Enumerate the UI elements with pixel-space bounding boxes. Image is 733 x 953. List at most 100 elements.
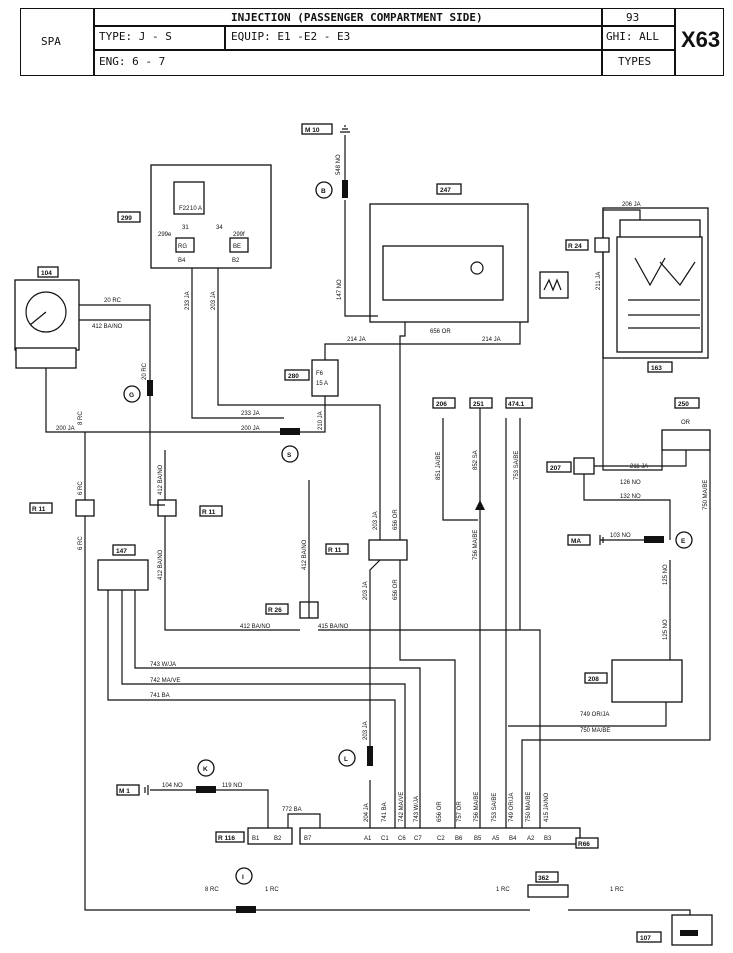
svg-text:203 JA: 203 JA [211, 291, 217, 310]
svg-text:104: 104 [41, 270, 52, 277]
left-label: SPA [41, 35, 61, 48]
svg-text:F22: F22 [179, 206, 190, 212]
ghi-field: GHI: ALL [606, 30, 659, 43]
svg-text:M 10: M 10 [305, 127, 320, 134]
svg-text:415 BA/NO: 415 BA/NO [318, 624, 349, 630]
gauge-dial-icon [25, 291, 67, 333]
svg-text:6 RC: 6 RC [78, 536, 84, 550]
svg-text:852 SA: 852 SA [473, 450, 479, 470]
connector-k [197, 759, 215, 777]
svg-text:211 JA: 211 JA [596, 272, 602, 290]
connector-e-label: E [681, 538, 686, 545]
splice-k [196, 786, 216, 793]
svg-text:R 11: R 11 [202, 509, 216, 516]
bottom-wire-labels: 204 JA 741 BA 742 MA/VE 743 W/JA 656 OR … [364, 792, 550, 822]
svg-text:741 BA: 741 BA [150, 693, 170, 699]
title-block: SPA INJECTION (PASSENGER COMPARTMENT SID… [20, 8, 724, 76]
svg-text:1 RC: 1 RC [265, 887, 279, 893]
svg-text:412 BA/NO: 412 BA/NO [92, 324, 123, 330]
svg-text:C2: C2 [437, 836, 445, 842]
svg-text:B1: B1 [252, 836, 260, 842]
svg-text:163: 163 [651, 365, 662, 372]
splice-g [147, 380, 153, 396]
connector-g [123, 385, 141, 403]
types-field: TYPES [618, 55, 652, 68]
svg-text:772 BA: 772 BA [282, 807, 302, 813]
svg-text:132 NO: 132 NO [620, 494, 641, 500]
splice-e [644, 536, 664, 543]
svg-text:M 1: M 1 [119, 788, 130, 795]
page-number: 93 [626, 11, 640, 24]
svg-text:851 JA/BE: 851 JA/BE [436, 452, 442, 480]
connector-s-label: S [287, 452, 292, 459]
svg-text:200 JA: 200 JA [241, 426, 260, 432]
splice-l [367, 746, 373, 766]
component-104-gauge [14, 279, 80, 351]
connector-104 [15, 347, 77, 369]
svg-text:A1: A1 [364, 836, 372, 842]
relay-r11b [368, 539, 408, 561]
type-field: TYPE: J - S [99, 30, 172, 43]
svg-text:206: 206 [436, 401, 447, 408]
svg-text:250: 250 [678, 401, 689, 408]
svg-text:B2: B2 [274, 836, 282, 842]
svg-text:207: 207 [550, 465, 561, 472]
svg-text:6 RC: 6 RC [78, 481, 84, 495]
svg-text:299f: 299f [233, 232, 245, 238]
svg-text:656 OR: 656 OR [393, 509, 399, 530]
svg-text:125 NO: 125 NO [663, 564, 669, 585]
connector-pins: B7 A1 C1 C6 C7 C2 B6 B5 A5 B4 A2 B3 B1 B… [252, 836, 552, 842]
svg-text:126 NO: 126 NO [620, 480, 641, 486]
svg-text:147 NO: 147 NO [337, 279, 343, 300]
svg-text:749 OR/JA: 749 OR/JA [509, 793, 515, 822]
svg-text:34: 34 [216, 225, 223, 231]
connector-g-label: G [129, 392, 134, 399]
component-208-sensor [611, 659, 683, 703]
splice-b [342, 180, 348, 198]
svg-text:R 11: R 11 [328, 547, 342, 554]
svg-text:R 11: R 11 [32, 506, 46, 513]
svg-text:656 OR: 656 OR [437, 801, 443, 822]
svg-text:756 MA/BE: 756 MA/BE [474, 792, 480, 822]
svg-text:280: 280 [288, 373, 299, 380]
connector-i [235, 867, 253, 885]
svg-text:20 RC: 20 RC [142, 362, 148, 380]
splice-s [280, 428, 300, 435]
svg-text:B3: B3 [544, 836, 552, 842]
svg-text:B5: B5 [474, 836, 482, 842]
svg-text:31: 31 [182, 225, 189, 231]
svg-text:B2: B2 [232, 258, 240, 264]
svg-text:104 NO: 104 NO [162, 783, 183, 789]
svg-text:C7: C7 [414, 836, 422, 842]
svg-text:750 MA/BE: 750 MA/BE [580, 728, 610, 734]
svg-text:211 JA: 211 JA [630, 464, 648, 470]
svg-text:214 JA: 214 JA [347, 337, 366, 343]
svg-text:362: 362 [538, 875, 549, 882]
svg-text:412 BA/NO: 412 BA/NO [158, 549, 164, 580]
svg-text:299e: 299e [158, 232, 172, 238]
svg-text:1 RC: 1 RC [610, 887, 624, 893]
connector-r66 [299, 827, 581, 845]
svg-text:742 MA/VE: 742 MA/VE [150, 678, 180, 684]
svg-text:200 JA: 200 JA [56, 426, 75, 432]
svg-text:B4: B4 [509, 836, 517, 842]
svg-text:750 MA/BE: 750 MA/BE [526, 792, 532, 822]
svg-text:756 MA/BE: 756 MA/BE [473, 530, 479, 560]
ground-icon [144, 785, 149, 795]
relay-r11c [75, 499, 95, 517]
diode-icon [475, 500, 485, 510]
svg-text:233 JA: 233 JA [185, 291, 191, 310]
svg-text:548 NO: 548 NO [336, 154, 342, 175]
svg-text:474.1: 474.1 [508, 401, 525, 408]
svg-text:R 116: R 116 [218, 835, 235, 842]
svg-text:251: 251 [473, 401, 484, 408]
diagram-code: X63 [681, 27, 721, 52]
relay-r11d [157, 499, 177, 517]
svg-text:750 MA/BE: 750 MA/BE [703, 480, 709, 510]
svg-text:247: 247 [440, 187, 451, 194]
svg-text:412 BA/NO: 412 BA/NO [158, 464, 164, 495]
pump-icon [470, 261, 484, 275]
wire-labels: 548 NO 20 RC 412 BA/NO 20 RC 233 JA 203 … [56, 154, 709, 893]
svg-text:8 RC: 8 RC [78, 411, 84, 425]
svg-text:RG: RG [178, 244, 187, 250]
